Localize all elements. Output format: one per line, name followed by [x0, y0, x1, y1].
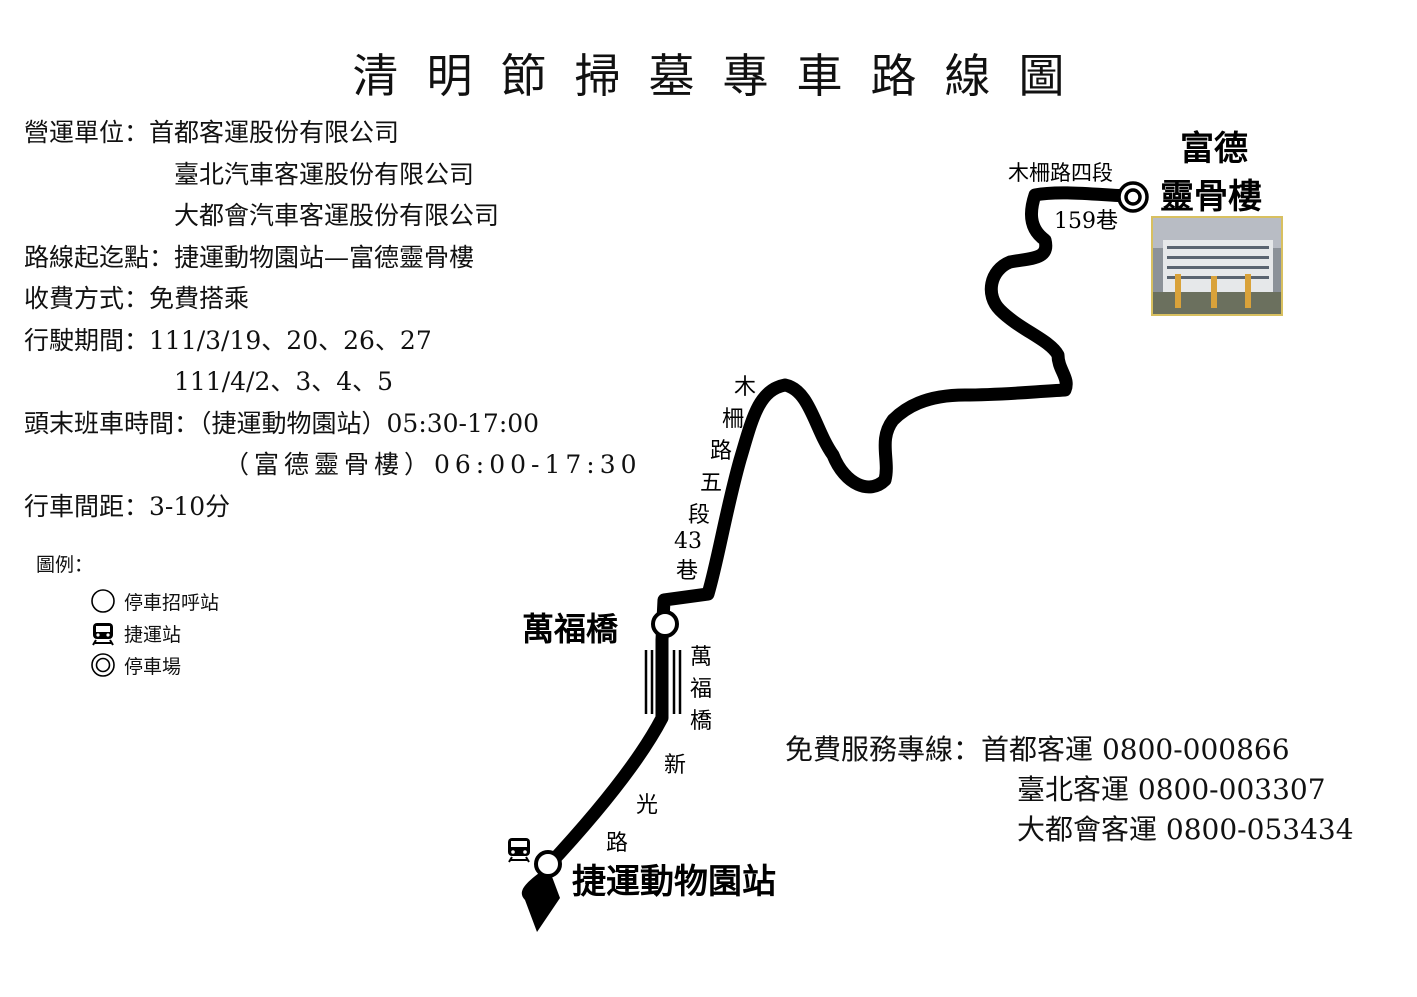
period-label: 行駛期間： — [24, 325, 150, 355]
road-muzha5-6: 43 — [674, 529, 702, 554]
headway-row: 行車間距：3-10分 — [24, 486, 642, 528]
route-row: 路線起迄點：捷運動物園站—富德靈骨樓 — [24, 237, 642, 279]
road-muzha5-3: 路 — [710, 439, 732, 464]
legend: 圖例： 停車招呼站 捷運站 停車場 — [36, 550, 219, 681]
headway-label: 行車間距： — [24, 491, 150, 521]
route-line — [541, 186, 1135, 873]
operator-2: 臺北汽車客運股份有限公司 — [174, 159, 475, 189]
hotline-company-2: 臺北客運 — [1017, 773, 1130, 806]
bridge-marks — [644, 650, 682, 714]
hotline-phone-2[interactable]: 0800-003307 — [1137, 773, 1326, 806]
page-title: 清明節掃墓專車路線圖 — [352, 49, 1093, 103]
hotline-company-1: 首都客運 — [981, 733, 1094, 766]
period-row-2: 111/4/2、3、4、5 — [24, 361, 642, 403]
columbarium-photo — [1151, 216, 1283, 316]
fare-label: 收費方式： — [24, 284, 150, 313]
operator-row: 營運單位：首都客運股份有限公司 — [24, 112, 642, 154]
operator-3: 大都會汽車客運股份有限公司 — [174, 201, 500, 230]
road-muzha5-5: 段 — [688, 503, 710, 528]
hotline-company-3: 大都會客運 — [1017, 813, 1158, 846]
schedule-row: 頭末班車時間：（捷運動物園站）05:30-17:00 — [24, 403, 642, 445]
hotline-row-1: 免費服務專線：首都客運 0800-000866 — [785, 730, 1354, 770]
road-muzha5-1: 木 — [734, 375, 756, 400]
operator-row-3: 大都會汽車客運股份有限公司 — [24, 195, 642, 237]
stop-mid-label: 萬福橋 — [522, 610, 619, 648]
road-wanfu-1: 萬 — [690, 645, 712, 670]
road-lane159: 159巷 — [1054, 209, 1118, 234]
road-xinguang-1: 新 — [664, 753, 686, 778]
road-wanfu-2: 福 — [690, 677, 712, 702]
schedule-value-2: （富德靈骨樓）06:00-17:30 — [224, 450, 642, 479]
stop-start-marker[interactable] — [534, 850, 562, 878]
legend-label-mrt: 捷運站 — [124, 623, 182, 646]
period-value-1: 111/3/19、20、26、27 — [149, 325, 432, 355]
legend-item-stop: 停車招呼站 — [90, 585, 219, 617]
period-value-2: 111/4/2、3、4、5 — [174, 367, 394, 396]
road-muzha4: 木柵路四段 — [1008, 161, 1113, 185]
hotline-phone-3[interactable]: 0800-053434 — [1165, 813, 1354, 846]
road-muzha5-2: 柵 — [722, 407, 744, 432]
road-muzha5-4: 五 — [700, 471, 722, 496]
hotline-phone-1[interactable]: 0800-000866 — [1101, 733, 1290, 766]
route-arrow — [521, 866, 560, 932]
road-xinguang-3: 路 — [606, 831, 628, 856]
circle-stop-icon — [90, 588, 116, 614]
road-wanfu-3: 橋 — [690, 709, 712, 734]
road-xinguang-2: 光 — [636, 793, 658, 818]
stop-end-label-2: 靈骨樓 — [1160, 177, 1262, 217]
legend-label-depot: 停車場 — [124, 655, 182, 678]
period-row: 行駛期間：111/3/19、20、26、27 — [24, 320, 642, 362]
fare-value: 免費搭乘 — [149, 284, 250, 313]
double-circle-icon — [90, 652, 116, 678]
legend-label-stop: 停車招呼站 — [124, 591, 220, 614]
hotline-row-2: 臺北客運 0800-003307 — [785, 770, 1354, 810]
train-icon — [90, 620, 116, 646]
operator-row-2: 臺北汽車客運股份有限公司 — [24, 154, 642, 196]
hotline: 免費服務專線：首都客運 0800-000866 臺北客運 0800-003307… — [785, 730, 1354, 850]
stop-end-label-1: 富德 — [1180, 129, 1248, 169]
headway-value: 3-10分 — [149, 491, 231, 521]
hotline-row-3: 大都會客運 0800-053434 — [785, 810, 1354, 850]
hotline-label: 免費服務專線： — [785, 733, 982, 766]
legend-item-depot: 停車場 — [90, 649, 219, 681]
operator-1: 首都客運股份有限公司 — [149, 118, 400, 147]
route-info: 營運單位：首都客運股份有限公司 臺北汽車客運股份有限公司 大都會汽車客運股份有限… — [24, 112, 642, 527]
legend-title: 圖例： — [36, 554, 94, 576]
legend-item-mrt: 捷運站 — [90, 617, 219, 649]
stop-end-marker[interactable] — [1117, 181, 1149, 213]
stop-mid-marker[interactable] — [651, 610, 679, 638]
fare-row: 收費方式：免費搭乘 — [24, 278, 642, 320]
train-icon — [508, 838, 530, 863]
schedule-label: 頭末班車時間： — [24, 408, 200, 438]
schedule-value-1: （捷運動物園站）05:30-17:00 — [199, 408, 540, 438]
stop-start-label: 捷運動物園站 — [572, 862, 776, 902]
operator-label: 營運單位： — [24, 118, 150, 147]
road-muzha5-7: 巷 — [676, 559, 698, 584]
route-label: 路線起迄點： — [24, 242, 175, 272]
schedule-row-2: （富德靈骨樓）06:00-17:30 — [24, 444, 642, 486]
route-value: 捷運動物園站—富德靈骨樓 — [174, 242, 475, 272]
